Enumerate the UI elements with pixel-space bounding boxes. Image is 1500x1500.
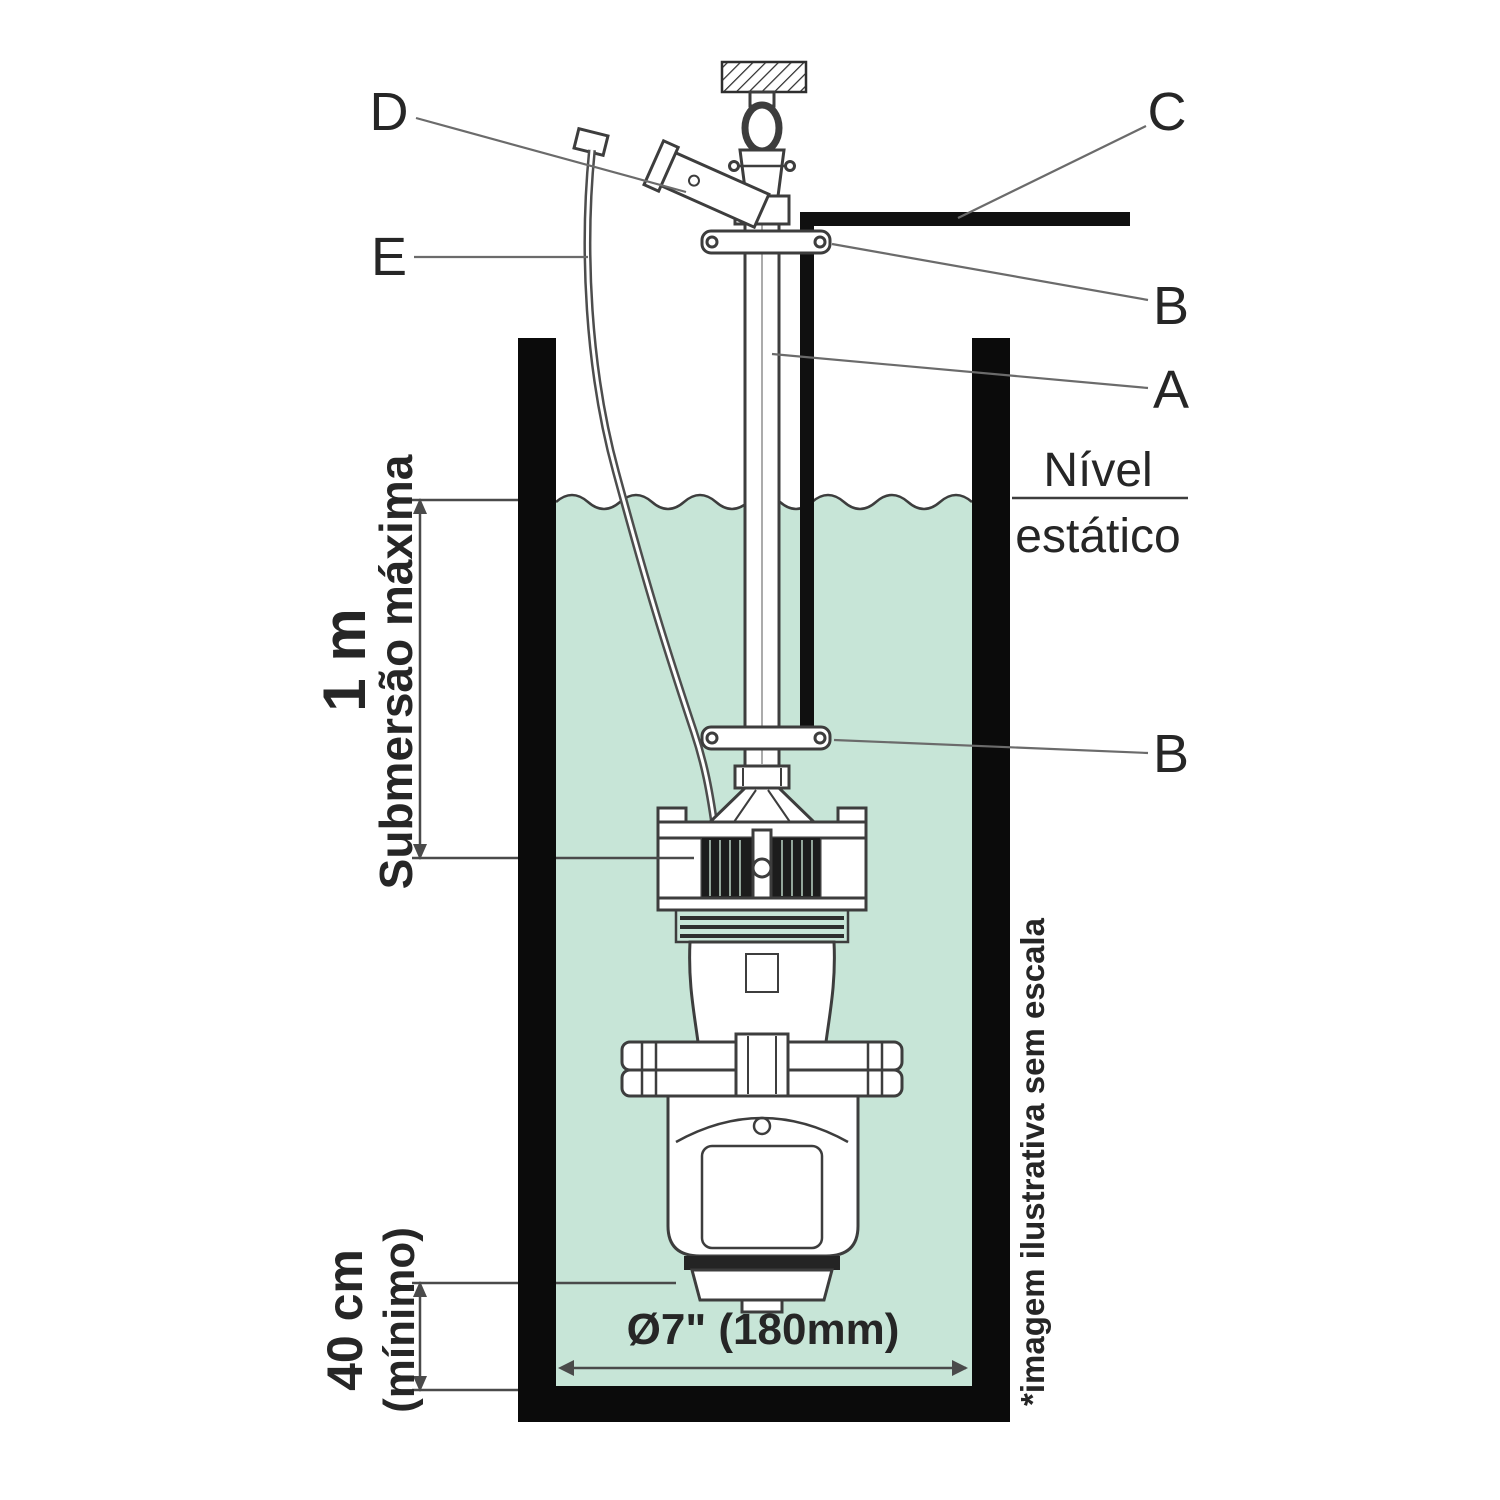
leader-c xyxy=(957,125,1147,219)
leader-a xyxy=(771,352,1149,390)
min-clearance-value-label: 40 cm xyxy=(317,1249,373,1391)
clamp-top-bolt-right xyxy=(813,235,827,249)
ceiling-mount-hatched-block xyxy=(720,60,808,94)
flange-center-coupling xyxy=(734,1032,790,1098)
callout-b-top: B xyxy=(1153,276,1189,336)
pump-louvers xyxy=(680,916,844,938)
pipe-clamps xyxy=(700,229,832,751)
callout-e: E xyxy=(371,227,407,287)
pump-ear-right xyxy=(836,806,868,824)
grille-slats xyxy=(709,840,813,896)
callout-a: A xyxy=(1153,360,1189,420)
well-diameter-label: Ø7" (180mm) xyxy=(627,1305,900,1354)
pump-bottom-cap xyxy=(690,1268,834,1302)
well-right-wall xyxy=(972,338,1010,1422)
clamp-mid xyxy=(700,725,832,751)
static-level-label-line2: estático xyxy=(1015,510,1180,563)
pump-bottom-tab xyxy=(740,1298,784,1314)
pump-mid-detail xyxy=(745,953,779,993)
elbow-end-cap xyxy=(642,138,681,194)
grille-center-bolt xyxy=(751,857,773,879)
min-clearance-text-label: (mínimo) xyxy=(375,1227,424,1413)
power-cable xyxy=(572,126,720,837)
discharge-pipe-horizontal xyxy=(800,212,1130,226)
pump-ear-left xyxy=(656,806,688,824)
leader-d xyxy=(415,116,687,194)
callout-b-mid: B xyxy=(1153,724,1189,784)
clamp-mid-bolt-right xyxy=(813,731,827,745)
dimension-min-clearance xyxy=(412,1281,676,1392)
dimension-diameter xyxy=(558,1360,968,1376)
submersible-pump xyxy=(620,764,904,1314)
cable-inner xyxy=(586,149,718,837)
callout-c: C xyxy=(1148,82,1187,142)
discharge-elbow xyxy=(642,138,791,230)
pump-lower-panel xyxy=(700,1144,824,1250)
elbow-bolt xyxy=(687,174,700,187)
clamp-top xyxy=(700,229,832,255)
well-structure xyxy=(518,338,1010,1422)
well-left-wall xyxy=(518,338,556,1422)
dimension-submersion xyxy=(412,498,694,860)
pump-suction-band xyxy=(684,1256,840,1270)
clevis-pin-end-right xyxy=(784,160,796,172)
pump-post-left xyxy=(656,836,704,900)
pump-dome-bolt xyxy=(752,1116,772,1136)
flange-bolts xyxy=(640,1042,884,1096)
static-level-label-line1: Nível xyxy=(1043,444,1152,497)
discharge-pipe-vertical xyxy=(800,212,814,746)
leader-lines xyxy=(414,116,1149,755)
clamp-mid-bolt-left xyxy=(705,731,719,745)
callout-d: D xyxy=(370,82,409,142)
clamp-top-bolt-left xyxy=(705,235,719,249)
pump-funnel-lines xyxy=(733,789,791,823)
clevis-pin-end-left xyxy=(728,160,740,172)
lifting-ring xyxy=(741,101,783,155)
pump-post-right xyxy=(818,836,868,900)
pump-grille-bottom-bar xyxy=(656,896,868,912)
leader-b-top xyxy=(831,242,1149,302)
well-bottom xyxy=(518,1386,1010,1422)
disclaimer-label: *imagem ilustrativa sem escala xyxy=(1014,917,1051,1406)
pump-lower-casing xyxy=(666,1094,860,1258)
riser-pipe xyxy=(743,200,781,770)
submersion-value-label: 1 m xyxy=(311,608,378,711)
discharge-piping xyxy=(800,212,1130,746)
submersion-text-label: Submersão máxima xyxy=(370,454,422,889)
leader-b-mid xyxy=(833,738,1149,755)
